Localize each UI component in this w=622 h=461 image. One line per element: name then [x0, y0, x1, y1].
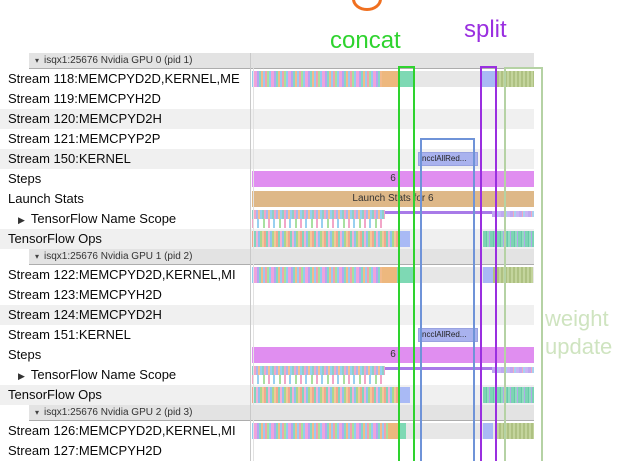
row-tf-name-scope-label[interactable]: ▶TensorFlow Name Scope [18, 367, 177, 382]
name-scope-line[interactable] [385, 367, 534, 370]
trace-events-dense-strip[interactable] [252, 267, 382, 283]
nccl-allreduce-bar[interactable]: ncclAllRed... [418, 328, 478, 342]
trace-event-blue[interactable] [400, 231, 410, 247]
steps-bar[interactable]: 6 [252, 171, 534, 187]
gpu-2-section-header[interactable]: ▾isqx1:25676 Nvidia GPU 2 (pid 3) [29, 405, 534, 421]
row-launch-stats-label[interactable]: Launch Stats [8, 191, 84, 206]
steps-bar[interactable]: 6 [252, 347, 534, 363]
collapse-arrow-icon[interactable]: ▾ [35, 408, 40, 417]
row-stream-151-label[interactable]: Stream 151:KERNEL [8, 327, 131, 342]
trace-event-orange[interactable] [382, 267, 397, 283]
gpu-0-section-row-steps: Steps 6 [0, 169, 534, 189]
collapse-arrow-icon[interactable]: ▾ [35, 252, 40, 261]
row-steps-label[interactable]: Steps [8, 171, 42, 186]
gpu-0-section-row-stream-119: Stream 119:MEMCPYH2D [0, 89, 534, 109]
trace-events-olive-strip[interactable] [493, 267, 533, 283]
trace-events-dense-strip[interactable] [252, 423, 388, 439]
trace-event-blue[interactable] [483, 423, 493, 439]
nccl-annotation-box [420, 138, 475, 461]
trace-event-teal[interactable] [398, 71, 414, 87]
gpu-1-section-row-stream-151: Stream 151:KERNEL ncclAllRed... [0, 325, 534, 345]
trace-event-teal[interactable] [398, 423, 406, 439]
row-stream-122-label[interactable]: Stream 122:MEMCPYD2D,KERNEL,MI [8, 267, 236, 282]
tf-ops-dense-strip[interactable] [252, 231, 398, 247]
row-stream-124-label[interactable]: Stream 124:MEMCPYD2H [8, 307, 162, 322]
row-stream-126-label[interactable]: Stream 126:MEMCPYD2D,KERNEL,MI [8, 423, 236, 438]
timeline-start-gridline [253, 53, 254, 461]
row-steps-label[interactable]: Steps [8, 347, 42, 362]
name-scope-right-strip[interactable] [492, 211, 534, 217]
gpu-0-section-row-stream-150: Stream 150:KERNEL ncclAllRed... [0, 149, 534, 169]
nccl-allreduce-bar[interactable]: ncclAllRed... [418, 152, 478, 166]
split-annotation-label: split [464, 16, 507, 43]
orange-cutoff-glyph [352, 0, 382, 11]
row-tf-name-scope-label[interactable]: ▶TensorFlow Name Scope [18, 211, 177, 226]
row-stream-121-label[interactable]: Stream 121:MEMCPYP2P [8, 131, 161, 146]
trace-event-blue[interactable] [481, 71, 497, 87]
gpu-0-section-row-tf-ops: TensorFlow Ops [0, 229, 534, 249]
weight-update-line1: weight [545, 306, 609, 331]
tf-ops-dense-strip[interactable] [252, 387, 398, 403]
expand-arrow-icon[interactable]: ▶ [18, 215, 25, 225]
row-stream-123-label[interactable]: Stream 123:MEMCPYH2D [8, 287, 162, 302]
name-scope-dense-strip[interactable] [252, 210, 385, 228]
gpu-0-section-header[interactable]: ▾isqx1:25676 Nvidia GPU 0 (pid 1) [29, 53, 534, 69]
weight-update-annotation-label: weight update [545, 305, 612, 361]
gpu-0-section-row-stream-120: Stream 120:MEMCPYD2H [0, 109, 534, 129]
weight-update-annotation-box [504, 67, 543, 461]
label-column-divider [250, 53, 251, 461]
trace-event-blue[interactable] [400, 387, 410, 403]
trace-event-orange[interactable] [388, 423, 398, 439]
trace-event-teal[interactable] [397, 267, 415, 283]
trace-events-dense-strip[interactable] [252, 71, 382, 87]
gpu-1-section-row-stream-123: Stream 123:MEMCPYH2D [0, 285, 534, 305]
collapse-arrow-icon[interactable]: ▾ [35, 56, 40, 65]
name-scope-right-strip[interactable] [492, 367, 534, 373]
split-annotation-box [480, 66, 497, 461]
name-scope-line[interactable] [385, 211, 534, 214]
row-stream-150-label[interactable]: Stream 150:KERNEL [8, 151, 131, 166]
row-tf-ops-label[interactable]: TensorFlow Ops [8, 231, 102, 246]
gpu-1-section-row-tf-name-scope: ▶TensorFlow Name Scope [0, 365, 534, 385]
row-stream-118-label[interactable]: Stream 118:MEMCPYD2D,KERNEL,ME [8, 71, 240, 86]
gpu-0-section-row-stream-118: Stream 118:MEMCPYD2D,KERNEL,ME [0, 69, 534, 89]
gpu-1-section-header[interactable]: ▾isqx1:25676 Nvidia GPU 1 (pid 2) [29, 249, 534, 265]
row-stream-119-label[interactable]: Stream 119:MEMCPYH2D [8, 91, 161, 106]
gpu-0-section-row-stream-121: Stream 121:MEMCPYP2P [0, 129, 534, 149]
launch-stats-bar[interactable]: Launch Stats for 6 [252, 191, 534, 207]
gpu-2-section-row-stream-126: Stream 126:MEMCPYD2D,KERNEL,MI [0, 421, 534, 441]
row-tf-ops-label[interactable]: TensorFlow Ops [8, 387, 102, 402]
expand-arrow-icon[interactable]: ▶ [18, 371, 25, 381]
concat-annotation-box [398, 66, 415, 461]
trace-event-blue[interactable] [483, 267, 493, 283]
gpu-0-section-row-tf-name-scope: ▶TensorFlow Name Scope [0, 209, 534, 229]
gpu-0-section-row-launch-stats: Launch Stats Launch Stats for 6 [0, 189, 534, 209]
row-stream-127-label[interactable]: Stream 127:MEMCPYH2D [8, 443, 162, 458]
gpu-2-section-row-stream-127: Stream 127:MEMCPYH2D [0, 441, 534, 461]
gpu-1-section-row-steps: Steps 6 [0, 345, 534, 365]
trace-event-orange[interactable] [382, 71, 398, 87]
weight-update-line2: update [545, 334, 613, 359]
concat-annotation-label: concat [330, 27, 401, 54]
name-scope-dense-strip[interactable] [252, 366, 385, 384]
trace-events-olive-strip[interactable] [497, 71, 534, 87]
row-stream-120-label[interactable]: Stream 120:MEMCPYD2H [8, 111, 162, 126]
gpu-1-section-row-stream-124: Stream 124:MEMCPYD2H [0, 305, 534, 325]
